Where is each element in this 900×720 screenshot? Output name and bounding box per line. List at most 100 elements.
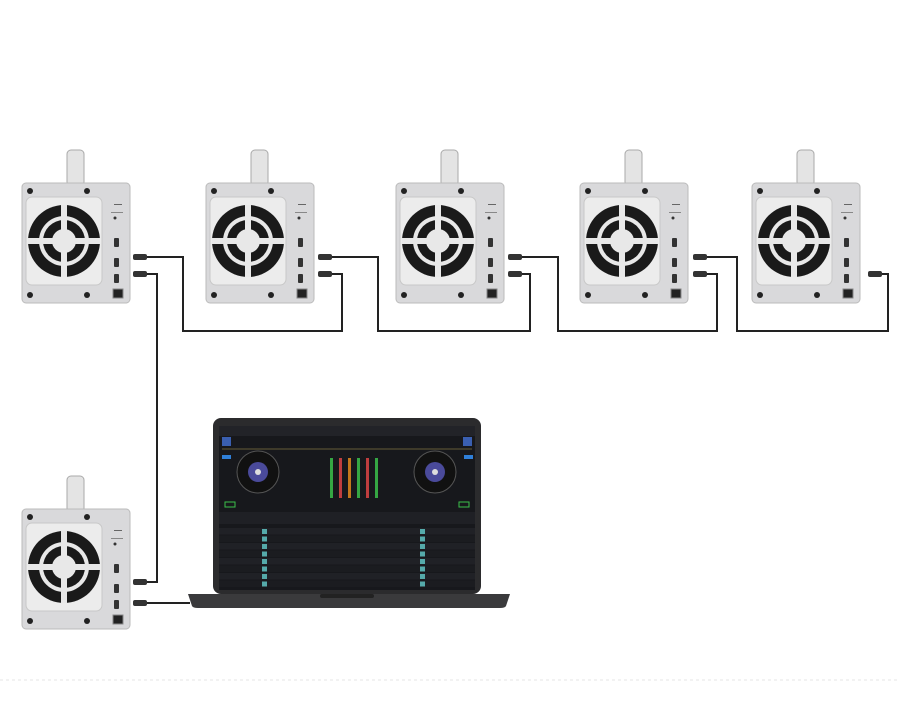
power-led [671, 216, 675, 220]
screw [268, 292, 274, 298]
port [488, 274, 493, 283]
cable-plug [133, 271, 147, 277]
usb-c-cable [695, 256, 889, 332]
fan-icon [28, 531, 100, 603]
fan-icon [212, 205, 284, 277]
play-button-right [458, 501, 470, 508]
track-art [420, 559, 425, 564]
power-jack [486, 288, 498, 299]
port [114, 238, 119, 247]
port [298, 258, 303, 267]
screw [814, 188, 820, 194]
port [298, 274, 303, 283]
screw [268, 188, 274, 194]
screw [27, 292, 33, 298]
handle [250, 149, 269, 187]
cable-plug [868, 271, 882, 277]
port [844, 238, 849, 247]
track-art [262, 551, 267, 557]
track-art [420, 566, 425, 572]
usb-c-cable [135, 256, 343, 332]
screw [27, 514, 33, 520]
level-meter [339, 458, 342, 498]
screw [757, 188, 763, 194]
track-art [262, 581, 267, 587]
label-mark [844, 204, 852, 205]
library-row [219, 535, 475, 542]
label-mark [295, 212, 307, 213]
handle [796, 149, 815, 187]
library-row [219, 573, 475, 580]
track-art [262, 536, 267, 542]
power-led [113, 216, 117, 220]
track-art [262, 529, 267, 534]
screw [585, 292, 591, 298]
drive-enclosure [21, 475, 131, 630]
handle [440, 149, 459, 187]
port [114, 274, 119, 283]
label-mark [114, 530, 122, 531]
cable-plug [133, 254, 147, 260]
screw [27, 618, 33, 624]
port [298, 238, 303, 247]
screw [458, 292, 464, 298]
label-mark [111, 538, 123, 539]
sync-button-left [222, 455, 231, 459]
waveform [222, 448, 472, 450]
label-mark [111, 212, 123, 213]
drive-enclosure [205, 149, 315, 304]
screw [814, 292, 820, 298]
port [488, 238, 493, 247]
screw [757, 292, 763, 298]
cable-plug [693, 271, 707, 277]
port [114, 564, 119, 573]
app-toolbar [219, 426, 475, 436]
track-art [420, 529, 425, 534]
port [114, 600, 119, 609]
track-art [420, 536, 425, 542]
library-row [219, 558, 475, 565]
track-art [262, 566, 267, 572]
power-led [843, 216, 847, 220]
play-button-left [224, 501, 236, 508]
screw [84, 618, 90, 624]
library-row [219, 565, 475, 572]
handle [66, 475, 85, 513]
library-row [219, 528, 475, 535]
power-led [297, 216, 301, 220]
screw [211, 188, 217, 194]
power-jack [112, 288, 124, 299]
screw [642, 292, 648, 298]
drive-enclosure [21, 149, 131, 304]
library-row [219, 580, 475, 587]
laptop-base [188, 594, 510, 608]
screw [84, 292, 90, 298]
port [114, 258, 119, 267]
sync-button-right [464, 455, 473, 459]
track-art [262, 544, 267, 549]
label-mark [114, 204, 122, 205]
port [672, 274, 677, 283]
laptop [188, 418, 510, 608]
drive-enclosure [579, 149, 689, 304]
screw [458, 188, 464, 194]
port [844, 258, 849, 267]
cable-plug [318, 271, 332, 277]
fan-icon [758, 205, 830, 277]
port [844, 274, 849, 283]
power-jack [842, 288, 854, 299]
usb-c-cable [510, 256, 718, 332]
power-led [487, 216, 491, 220]
port [114, 584, 119, 593]
handle [66, 149, 85, 187]
cable-plug [133, 579, 147, 585]
trackpad-notch [320, 594, 374, 598]
power-jack [112, 614, 124, 625]
cable-plug [318, 254, 332, 260]
label-mark [669, 212, 681, 213]
level-meter [348, 458, 351, 498]
port [672, 238, 677, 247]
track-art [262, 574, 267, 579]
